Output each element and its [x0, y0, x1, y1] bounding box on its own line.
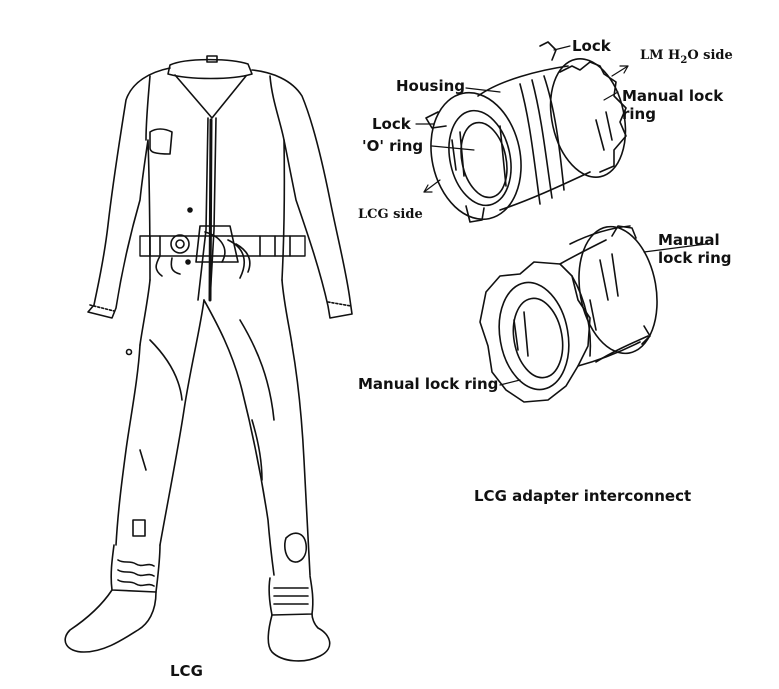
manual-lock-ring-right-line2: lock ring	[658, 249, 732, 267]
adapter-top-drawing	[425, 41, 627, 223]
adapter-bottom-drawing	[479, 225, 658, 403]
lock-top-label: Lock	[572, 37, 611, 55]
manual-lock-ring-top-line1: Manual lock	[622, 87, 724, 105]
manual-lock-ring-top-line2: ring	[622, 105, 656, 123]
lcg-side-label: LCG side	[358, 207, 423, 222]
manual-lock-ring-right-line1: Manual	[658, 231, 720, 249]
lcg-caption: LCG	[170, 662, 203, 680]
lm-h2o-side-suffix: O side	[687, 48, 733, 63]
lm-h2o-side-label: LM H2O side	[640, 47, 733, 69]
leader-lines	[415, 45, 707, 386]
lm-h2o-side-subscript: 2	[680, 55, 688, 66]
lock-left-label: Lock	[372, 115, 411, 133]
lm-h2o-side-prefix: LM H	[640, 48, 681, 63]
manual-lock-ring-bottom-label: Manual lock ring	[358, 375, 499, 393]
housing-label: Housing	[396, 77, 466, 95]
o-ring-label: 'O' ring	[362, 137, 424, 155]
lcg-suit-drawing	[64, 55, 353, 662]
adapter-caption: LCG adapter interconnect	[474, 487, 692, 505]
